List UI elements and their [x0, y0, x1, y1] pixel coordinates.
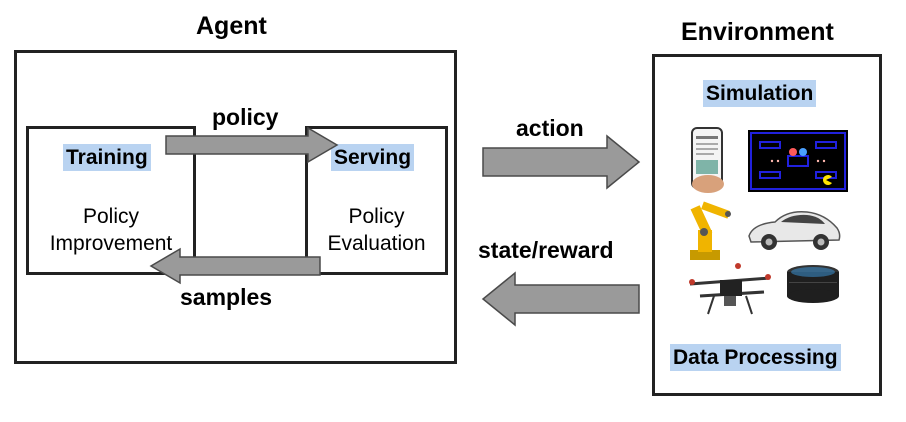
smart-speaker-icon [787, 265, 839, 303]
serving-text: Policy Evaluation [309, 203, 444, 257]
training-text-line1: Policy [82, 205, 140, 228]
robot-arm-icon [690, 201, 731, 260]
samples-arrow [149, 247, 321, 285]
data-processing-label: Data Processing [670, 344, 841, 371]
serving-text-line1: Policy [348, 205, 405, 228]
environment-title: Environment [681, 18, 834, 46]
phone-app-icon [691, 127, 724, 193]
samples-label: samples [180, 284, 273, 310]
agent-title: Agent [196, 12, 267, 40]
pacman-game-icon [748, 130, 848, 192]
state-reward-label: state/reward [478, 237, 614, 263]
serving-box [305, 126, 448, 275]
training-box [26, 126, 196, 275]
drone-icon [689, 263, 771, 315]
action-label: action [516, 115, 584, 141]
environment-box [652, 54, 882, 396]
car-icon [748, 210, 841, 250]
action-arrow [482, 134, 641, 190]
serving-label: Serving [331, 144, 415, 171]
policy-label: policy [212, 104, 279, 130]
serving-text-line2: Evaluation [327, 232, 426, 255]
agent-box [14, 50, 457, 364]
training-text: Policy Improvement [30, 203, 192, 257]
policy-arrow [165, 126, 339, 164]
training-text-line2: Improvement [49, 232, 173, 255]
simulation-label: Simulation [703, 80, 817, 107]
training-label: Training [63, 144, 151, 171]
state-reward-arrow [481, 271, 640, 327]
